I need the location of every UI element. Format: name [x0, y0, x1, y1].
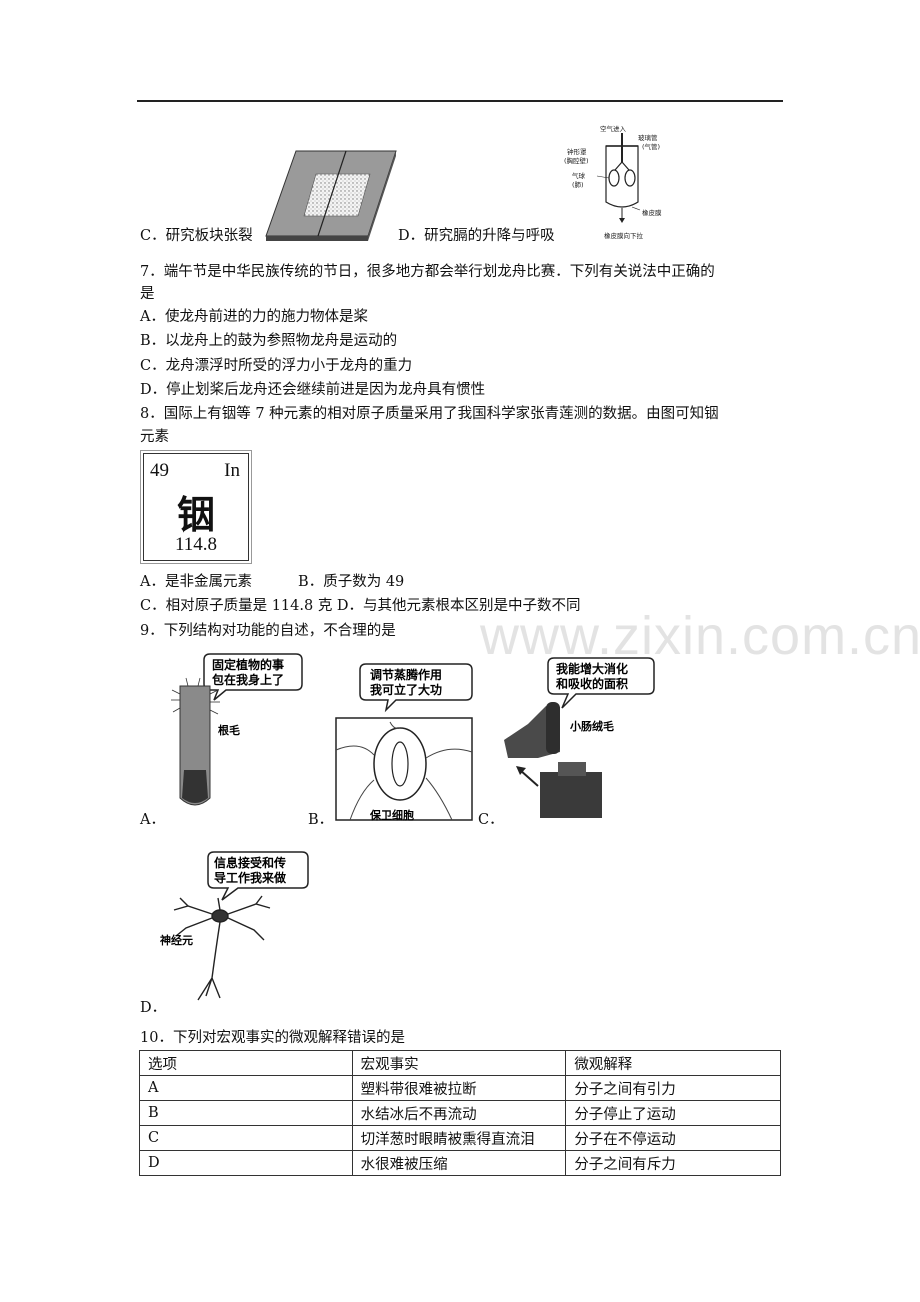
q7-stem-line1: 7．端午节是中华民族传统的节日，很多地方都会举行划龙舟比赛．下列有关说法中正确的 [140, 264, 715, 280]
table-cell: B [139, 1100, 353, 1126]
table-cell: 水结冰后不再流动 [351, 1100, 567, 1126]
q7-option-b: B．以龙舟上的鼓为参照物龙舟是运动的 [140, 333, 398, 349]
q9-label-b: B． [308, 812, 334, 828]
q6-option-c: C．研究板块张裂 [140, 228, 253, 244]
table-cell: C [139, 1125, 353, 1151]
bubble-c-line1: 我能增大消化 [556, 661, 628, 676]
table-row: D 水很难被压缩 分子之间有斥力 [139, 1150, 781, 1176]
q9-label-a: A． [140, 812, 165, 828]
label-glass-tube: 玻璃管 [638, 133, 658, 142]
table-cell: 水很难被压缩 [351, 1150, 567, 1176]
q9-label-d: D． [140, 1000, 167, 1016]
q10-table: 选项 宏观事实 微观解释 A 塑料带很难被拉断 分子之间有引力 B 水结冰后不再… [139, 1050, 781, 1176]
table-row: A 塑料带很难被拉断 分子之间有引力 [139, 1075, 781, 1101]
label-balloon: 气球 [572, 171, 586, 180]
q8-stem-line2: 元素 [140, 429, 169, 445]
table-cell: 分子在不停运动 [565, 1125, 781, 1151]
tag-root-hair: 根毛 [218, 723, 240, 737]
villi-figure: 我能增大消化 和吸收的面积 小肠绒毛 [504, 657, 655, 818]
guard-cell-figure: 调节蒸腾作用 我可立了大功 保卫细胞 [335, 663, 473, 822]
bubble-d-line1: 信息接受和传 [214, 855, 286, 870]
q8-options-line2: C．相对原子质量是 114.8 克 D．与其他元素根本区别是中子数不同 [140, 598, 581, 614]
element-atomic-mass: 114.8 [174, 534, 218, 555]
tag-guard-cell: 保卫细胞 [369, 808, 414, 822]
table-header-row: 选项 宏观事实 微观解释 [139, 1050, 781, 1076]
bubble-a-line1: 固定植物的事 [212, 657, 284, 672]
label-air-in: 空气进入 [600, 124, 627, 133]
element-card-indium: 49 In 铟 114.8 [143, 453, 249, 561]
watermark: www.zixin.com.cn [480, 606, 920, 666]
bubble-b-line2: 我可立了大功 [370, 682, 442, 697]
label-chest: (胸腔壁) [564, 156, 589, 165]
table-cell: 塑料带很难被拉断 [351, 1075, 567, 1101]
label-trachea: (气管) [642, 142, 660, 151]
table-cell: A [139, 1075, 353, 1101]
bubble-d-line2: 导工作我来做 [214, 870, 287, 885]
diaphragm-model-figure: 空气进入 玻璃管 (气管) 钟形罩 (胸腔壁) 气球 (肺) 橡皮膜 橡皮膜向下… [564, 124, 662, 240]
element-atomic-number: 49 [150, 460, 169, 481]
tag-neuron: 神经元 [160, 933, 193, 947]
table-cell: 切洋葱时眼睛被熏得直流泪 [351, 1125, 567, 1151]
table-row: C 切洋葱时眼睛被熏得直流泪 分子在不停运动 [139, 1125, 781, 1151]
label-lung: (肺) [572, 181, 584, 189]
q7-option-c: C．龙舟漂浮时所受的浮力小于龙舟的重力 [140, 358, 413, 374]
header-rule [137, 100, 783, 102]
tag-villi: 小肠绒毛 [569, 719, 614, 733]
element-symbol: In [224, 460, 240, 481]
bubble-b-line1: 调节蒸腾作用 [370, 667, 442, 682]
q8-options-line1: A．是非金属元素 B．质子数为 49 [140, 574, 405, 590]
root-hair-figure: 固定植物的事 包在我身上了 根毛 [171, 653, 303, 806]
q6-option-d: D．研究膈的升降与呼吸 [398, 228, 555, 244]
label-pull-down: 橡皮膜向下拉 [604, 231, 644, 240]
header-micro-explanation: 微观解释 [565, 1050, 781, 1076]
q8-stem-line1: 8．国际上有铟等 7 种元素的相对原子质量采用了我国科学家张青莲测的数据。由图可… [140, 406, 719, 422]
table-row: B 水结冰后不再流动 分子停止了运动 [139, 1100, 781, 1126]
q7-stem-line2: 是 [140, 286, 155, 302]
label-bell-jar: 钟形罩 [567, 147, 587, 156]
table-cell: 分子停止了运动 [565, 1100, 781, 1126]
table-cell: D [139, 1150, 353, 1176]
q9-label-c: C． [478, 812, 504, 828]
plate-rift-figure [265, 150, 397, 241]
q9-stem: 9．下列结构对功能的自述，不合理的是 [140, 623, 396, 639]
neuron-figure: 信息接受和传 导工作我来做 神经元 [160, 851, 309, 1001]
element-name: 铟 [176, 492, 215, 537]
table-cell: 分子之间有斥力 [565, 1150, 781, 1176]
bubble-c-line2: 和吸收的面积 [555, 676, 628, 691]
q7-option-d: D．停止划桨后龙舟还会继续前进是因为龙舟具有惯性 [140, 382, 486, 398]
table-cell: 分子之间有引力 [565, 1075, 781, 1101]
header-macro-fact: 宏观事实 [351, 1050, 567, 1076]
header-option: 选项 [139, 1050, 353, 1076]
label-rubber-membrane: 橡皮膜 [642, 208, 662, 217]
q7-option-a: A．使龙舟前进的力的施力物体是桨 [140, 309, 368, 325]
bubble-a-line2: 包在我身上了 [211, 672, 284, 687]
q10-stem: 10．下列对宏观事实的微观解释错误的是 [140, 1030, 405, 1046]
